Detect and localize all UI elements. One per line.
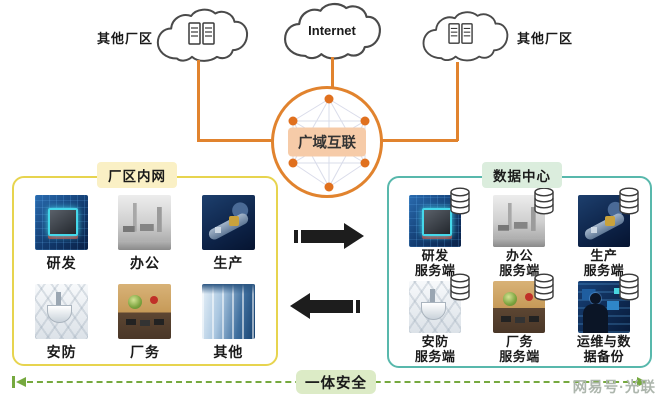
item-label: 研发服务端: [414, 248, 456, 278]
datacenter-item: 研发服务端: [409, 187, 470, 278]
intranet-title: 厂区内网: [97, 162, 177, 188]
item-label-line: 研发: [421, 248, 449, 263]
arrow-head: [344, 223, 364, 249]
photo-security: [35, 284, 89, 339]
intranet-item: 生产: [201, 195, 255, 273]
arrow-tail: [294, 229, 298, 243]
item-label-line: 服务端: [583, 262, 625, 278]
photo-with-db: [409, 273, 470, 334]
item-label: 运维与数据备份: [576, 334, 631, 364]
item-label-line: 服务端: [499, 262, 540, 278]
item-label: 厂务: [129, 344, 160, 360]
server-rack-icon: [448, 23, 473, 44]
item-label: 办公服务端: [499, 248, 540, 278]
item-label-line: 服务端: [414, 262, 456, 278]
item-label-line: 服务端: [414, 348, 456, 364]
item-label: 其他: [213, 344, 244, 360]
datacenter-item: 生产服务端: [577, 187, 639, 278]
item-label-line: 据备份: [583, 348, 625, 364]
arrow-tail: [356, 299, 360, 313]
connector-line: [197, 60, 200, 141]
item-label-line: 生产: [590, 248, 618, 263]
photo-with-db: [409, 187, 470, 247]
datacenter-item: 厂务服务端: [493, 273, 555, 364]
datacenter-zone: 研发服务端 办公服务端: [387, 176, 652, 368]
photo-with-db: [493, 273, 555, 334]
other-plant-label-right: 其他厂区: [517, 31, 574, 46]
wan-label: 广域互联: [288, 127, 366, 157]
database-icon: [619, 187, 639, 215]
security-label: 一体安全: [296, 370, 376, 394]
item-label-line: 办公: [505, 248, 533, 263]
photo-office: [118, 195, 172, 250]
item-label: 生产: [213, 255, 244, 271]
database-icon: [619, 273, 639, 301]
photo-facility: [118, 284, 172, 339]
item-label-line: 厂务: [505, 334, 533, 350]
photo-other: [201, 284, 255, 339]
item-label: 安防: [46, 344, 77, 360]
intranet-item: 其他: [201, 284, 255, 362]
item-label: 厂务服务端: [499, 334, 540, 364]
connector-line: [382, 139, 458, 142]
item-label-line: 安防: [421, 334, 449, 350]
datacenter-item: 办公服务端: [493, 187, 555, 278]
photo-with-db: [493, 187, 555, 247]
intranet-item: 厂务: [118, 284, 172, 362]
arrow-body: [310, 299, 353, 313]
security-line-endbar: [12, 376, 15, 388]
security-line-arrowhead-left: [16, 377, 26, 387]
intranet-item: 研发: [35, 195, 89, 273]
datacenter-title: 数据中心: [482, 162, 562, 188]
photo-with-db: [577, 187, 639, 247]
intranet-item: 安防: [35, 284, 89, 362]
database-icon: [534, 273, 555, 301]
intranet-item: 办公: [118, 195, 172, 273]
item-label: 生产服务端: [583, 248, 625, 278]
datacenter-item: 运维与数据备份: [576, 273, 639, 364]
internet-label: Internet: [308, 22, 356, 38]
photo-production: [201, 195, 255, 250]
database-icon: [450, 187, 470, 215]
other-plant-label-left: 其他厂区: [97, 31, 154, 46]
photo-research-server: [409, 195, 462, 247]
security-line-arrowhead-right: [637, 377, 647, 387]
intranet-zone: 研发 办公 生产 安防 厂务 其他: [12, 176, 278, 366]
internet-cloud-icon: [283, 3, 381, 60]
intranet-grid: 研发 办公 生产 安防 厂务 其他: [14, 178, 276, 364]
wan-circle: 广域互联: [271, 86, 383, 198]
datacenter-grid: 研发服务端 办公服务端: [389, 178, 650, 366]
photo-with-db: [577, 273, 639, 334]
database-icon: [450, 273, 470, 301]
item-label-line: 服务端: [499, 348, 540, 364]
datacenter-item: 安防服务端: [409, 273, 470, 364]
watermark: 网易号·光联: [572, 380, 656, 396]
item-label: 安防服务端: [414, 334, 456, 364]
item-label-line: 运维与数: [576, 334, 631, 350]
connector-line: [456, 62, 459, 141]
database-icon: [534, 187, 555, 215]
arrow-body: [301, 229, 344, 243]
item-label: 研发: [46, 255, 77, 271]
photo-research: [35, 195, 89, 250]
connector-line: [197, 139, 273, 142]
item-label: 办公: [129, 255, 160, 271]
server-rack-icon: [188, 22, 215, 45]
arrow-head: [290, 293, 310, 319]
connector-line: [331, 57, 334, 90]
arrow-left-icon: [290, 293, 360, 319]
arrow-right-icon: [294, 223, 364, 249]
